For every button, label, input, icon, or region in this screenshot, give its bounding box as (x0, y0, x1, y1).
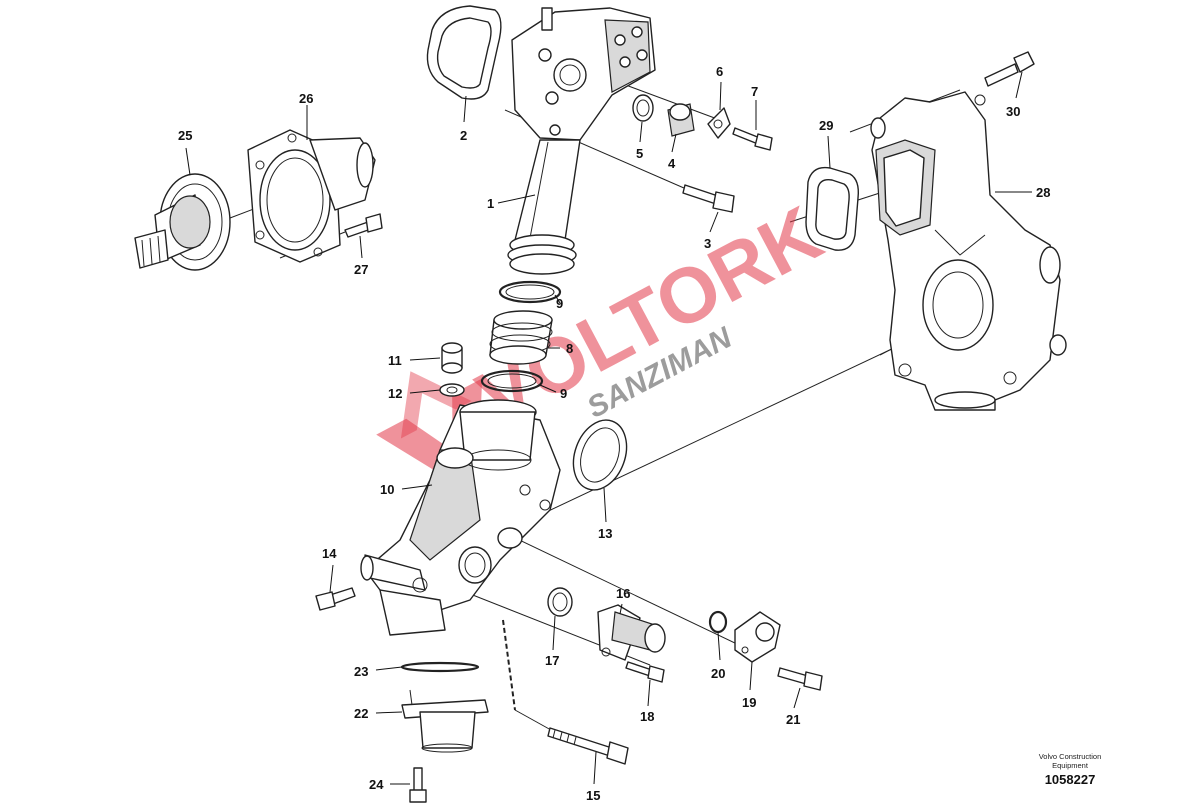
part-8-sleeve (489, 310, 553, 365)
callout-24: 24 (369, 777, 384, 792)
callout-4: 4 (668, 156, 676, 171)
callout-17: 17 (545, 653, 559, 668)
part-11-plug (441, 342, 463, 374)
part-21-bolt (777, 667, 823, 691)
part-30-bolt (984, 51, 1035, 87)
credit-line-1: Volvo Construction (1038, 752, 1102, 761)
callout-7: 7 (751, 84, 758, 99)
part-7-bolt (732, 127, 773, 151)
part-19-cover-plate (734, 611, 781, 663)
publisher-credit: Volvo Construction Equipment (1010, 752, 1130, 770)
callout-9-lower: 9 (560, 386, 567, 401)
part-22-flange (401, 689, 489, 753)
callout-2: 2 (460, 128, 467, 143)
callout-12: 12 (388, 386, 402, 401)
part-27-bolt (344, 213, 383, 238)
callout-27: 27 (354, 262, 368, 277)
callout-1: 1 (487, 196, 494, 211)
callout-22: 22 (354, 706, 368, 721)
callout-leaders (185, 71, 1032, 785)
callout-18: 18 (640, 709, 654, 724)
part-18-bolt (625, 661, 665, 683)
part-5-seal-ring (632, 94, 654, 122)
callout-10: 10 (380, 482, 394, 497)
callout-26: 26 (299, 91, 313, 106)
part-1-thermostat-housing (507, 7, 656, 275)
document-number: 1058227 (1044, 772, 1096, 787)
callout-5: 5 (636, 146, 643, 161)
callout-29: 29 (819, 118, 833, 133)
callout-14: 14 (322, 546, 337, 561)
part-6-clip (707, 107, 731, 139)
part-9-sealing-ring-upper (498, 280, 562, 304)
callout-15: 15 (586, 788, 600, 803)
callout-6: 6 (716, 64, 723, 79)
part-20-oring (708, 610, 728, 634)
callout-25: 25 (178, 128, 192, 143)
callout-28: 28 (1036, 185, 1050, 200)
callout-labels: 1 2 3 4 5 6 7 8 9 9 10 11 12 13 14 15 16… (178, 64, 1050, 803)
part-26-thermostat-cover (247, 129, 376, 263)
callout-23: 23 (354, 664, 368, 679)
callout-9-upper: 9 (556, 296, 563, 311)
part-24-bolt (409, 767, 427, 803)
part-29-gasket (805, 166, 860, 251)
callout-30: 30 (1006, 104, 1020, 119)
part-16-connector (597, 604, 666, 661)
callout-3: 3 (704, 236, 711, 251)
callout-19: 19 (742, 695, 756, 710)
part-12-washer (439, 383, 465, 397)
callout-8: 8 (566, 341, 573, 356)
callout-11: 11 (388, 353, 402, 368)
part-25-thermostat (134, 173, 231, 271)
callout-20: 20 (711, 666, 725, 681)
part-14-bolt (315, 587, 356, 611)
part-3-bolt (682, 184, 735, 213)
part-28-water-pump-housing (870, 91, 1067, 411)
part-2-gasket (426, 5, 502, 100)
part-10-pipe-housing (360, 399, 561, 636)
part-15-long-bolt (547, 727, 629, 765)
callout-16: 16 (616, 586, 630, 601)
part-13-oring (572, 419, 628, 491)
credit-line-2: Equipment (1052, 761, 1088, 770)
part-9-sealing-ring-lower (480, 369, 544, 393)
callout-21: 21 (786, 712, 800, 727)
part-4-plug (667, 103, 695, 137)
part-23-gasket (400, 661, 480, 673)
part-17-seal (547, 587, 573, 617)
callout-13: 13 (598, 526, 612, 541)
